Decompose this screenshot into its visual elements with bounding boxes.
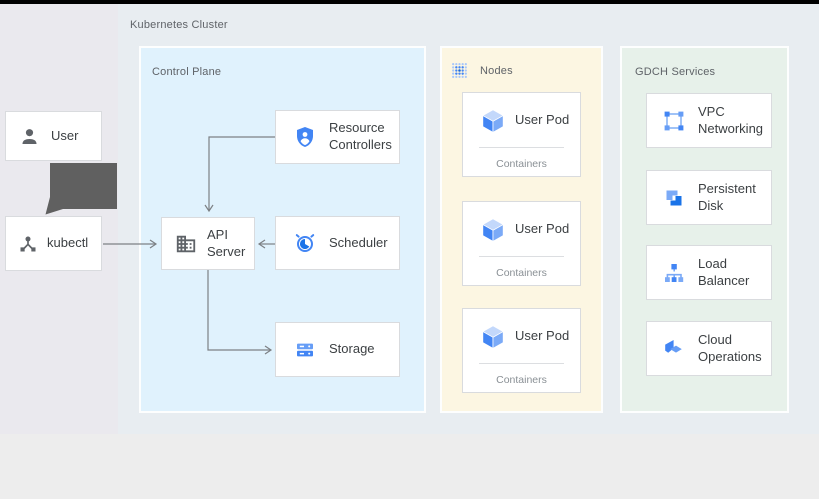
nodes-label: Nodes [480, 64, 513, 77]
user-pod-box-1: User Pod Containers [462, 92, 581, 177]
pod-cube-icon [480, 107, 506, 133]
persistent-disk-label: Persistent Disk [698, 180, 756, 213]
cloud-operations-box: Cloud Operations [646, 321, 772, 376]
api-server-label: API Server [207, 226, 246, 259]
user-box: User [5, 111, 102, 161]
person-icon [19, 126, 40, 147]
vpc-networking-label: VPC Networking [698, 103, 764, 136]
storage-box: Storage [275, 322, 400, 377]
containers-label: Containers [496, 158, 547, 170]
storage-disks-icon [293, 338, 317, 362]
resource-controllers-box: Resource Controllers [275, 110, 400, 164]
building-icon [175, 233, 197, 255]
scheduler-label: Scheduler [329, 234, 388, 250]
persistent-disk-icon [662, 186, 686, 210]
vpc-networking-box: VPC Networking [646, 93, 772, 148]
pod-cube-icon [480, 323, 506, 349]
device-hub-icon [18, 234, 38, 254]
top-black-bar [0, 0, 819, 4]
containers-label: Containers [496, 374, 547, 386]
shield-person-icon [293, 125, 317, 149]
user-pod-label: User Pod [515, 327, 570, 343]
node-pool-dots-icon [450, 61, 469, 80]
alarm-clock-icon [293, 231, 317, 255]
gdch-services-label: GDCH Services [635, 66, 716, 78]
persistent-disk-box: Persistent Disk [646, 170, 772, 225]
pod-cube-icon [480, 216, 506, 242]
kubernetes-cluster-label: Kubernetes Cluster [130, 19, 228, 31]
control-plane-label: Control Plane [152, 66, 222, 78]
load-balancer-label: Load Balancer [698, 255, 750, 288]
api-server-box: API Server [161, 217, 255, 270]
scheduler-box: Scheduler [275, 216, 400, 270]
load-balancer-box: Load Balancer [646, 245, 772, 300]
pod-divider [479, 256, 564, 257]
resource-controllers-label: Resource Controllers [329, 120, 392, 152]
pod-divider [479, 363, 564, 364]
kubectl-box-label: kubectl [47, 235, 89, 251]
user-pod-label: User Pod [515, 220, 570, 236]
cloud-operations-icon [662, 337, 686, 361]
pod-divider [479, 147, 564, 148]
storage-label: Storage [329, 341, 375, 357]
kubectl-box: kubectl [5, 216, 102, 271]
user-to-kubectl-thick-arrow [45, 163, 117, 215]
footer-band [0, 434, 819, 499]
user-pod-box-3: User Pod Containers [462, 308, 581, 393]
load-balancer-icon [662, 261, 686, 285]
vpc-networking-icon [662, 109, 686, 133]
user-box-label: User [51, 127, 79, 143]
containers-label: Containers [496, 267, 547, 279]
cloud-operations-label: Cloud Operations [698, 331, 762, 364]
user-pod-label: User Pod [515, 111, 570, 127]
user-pod-box-2: User Pod Containers [462, 201, 581, 286]
